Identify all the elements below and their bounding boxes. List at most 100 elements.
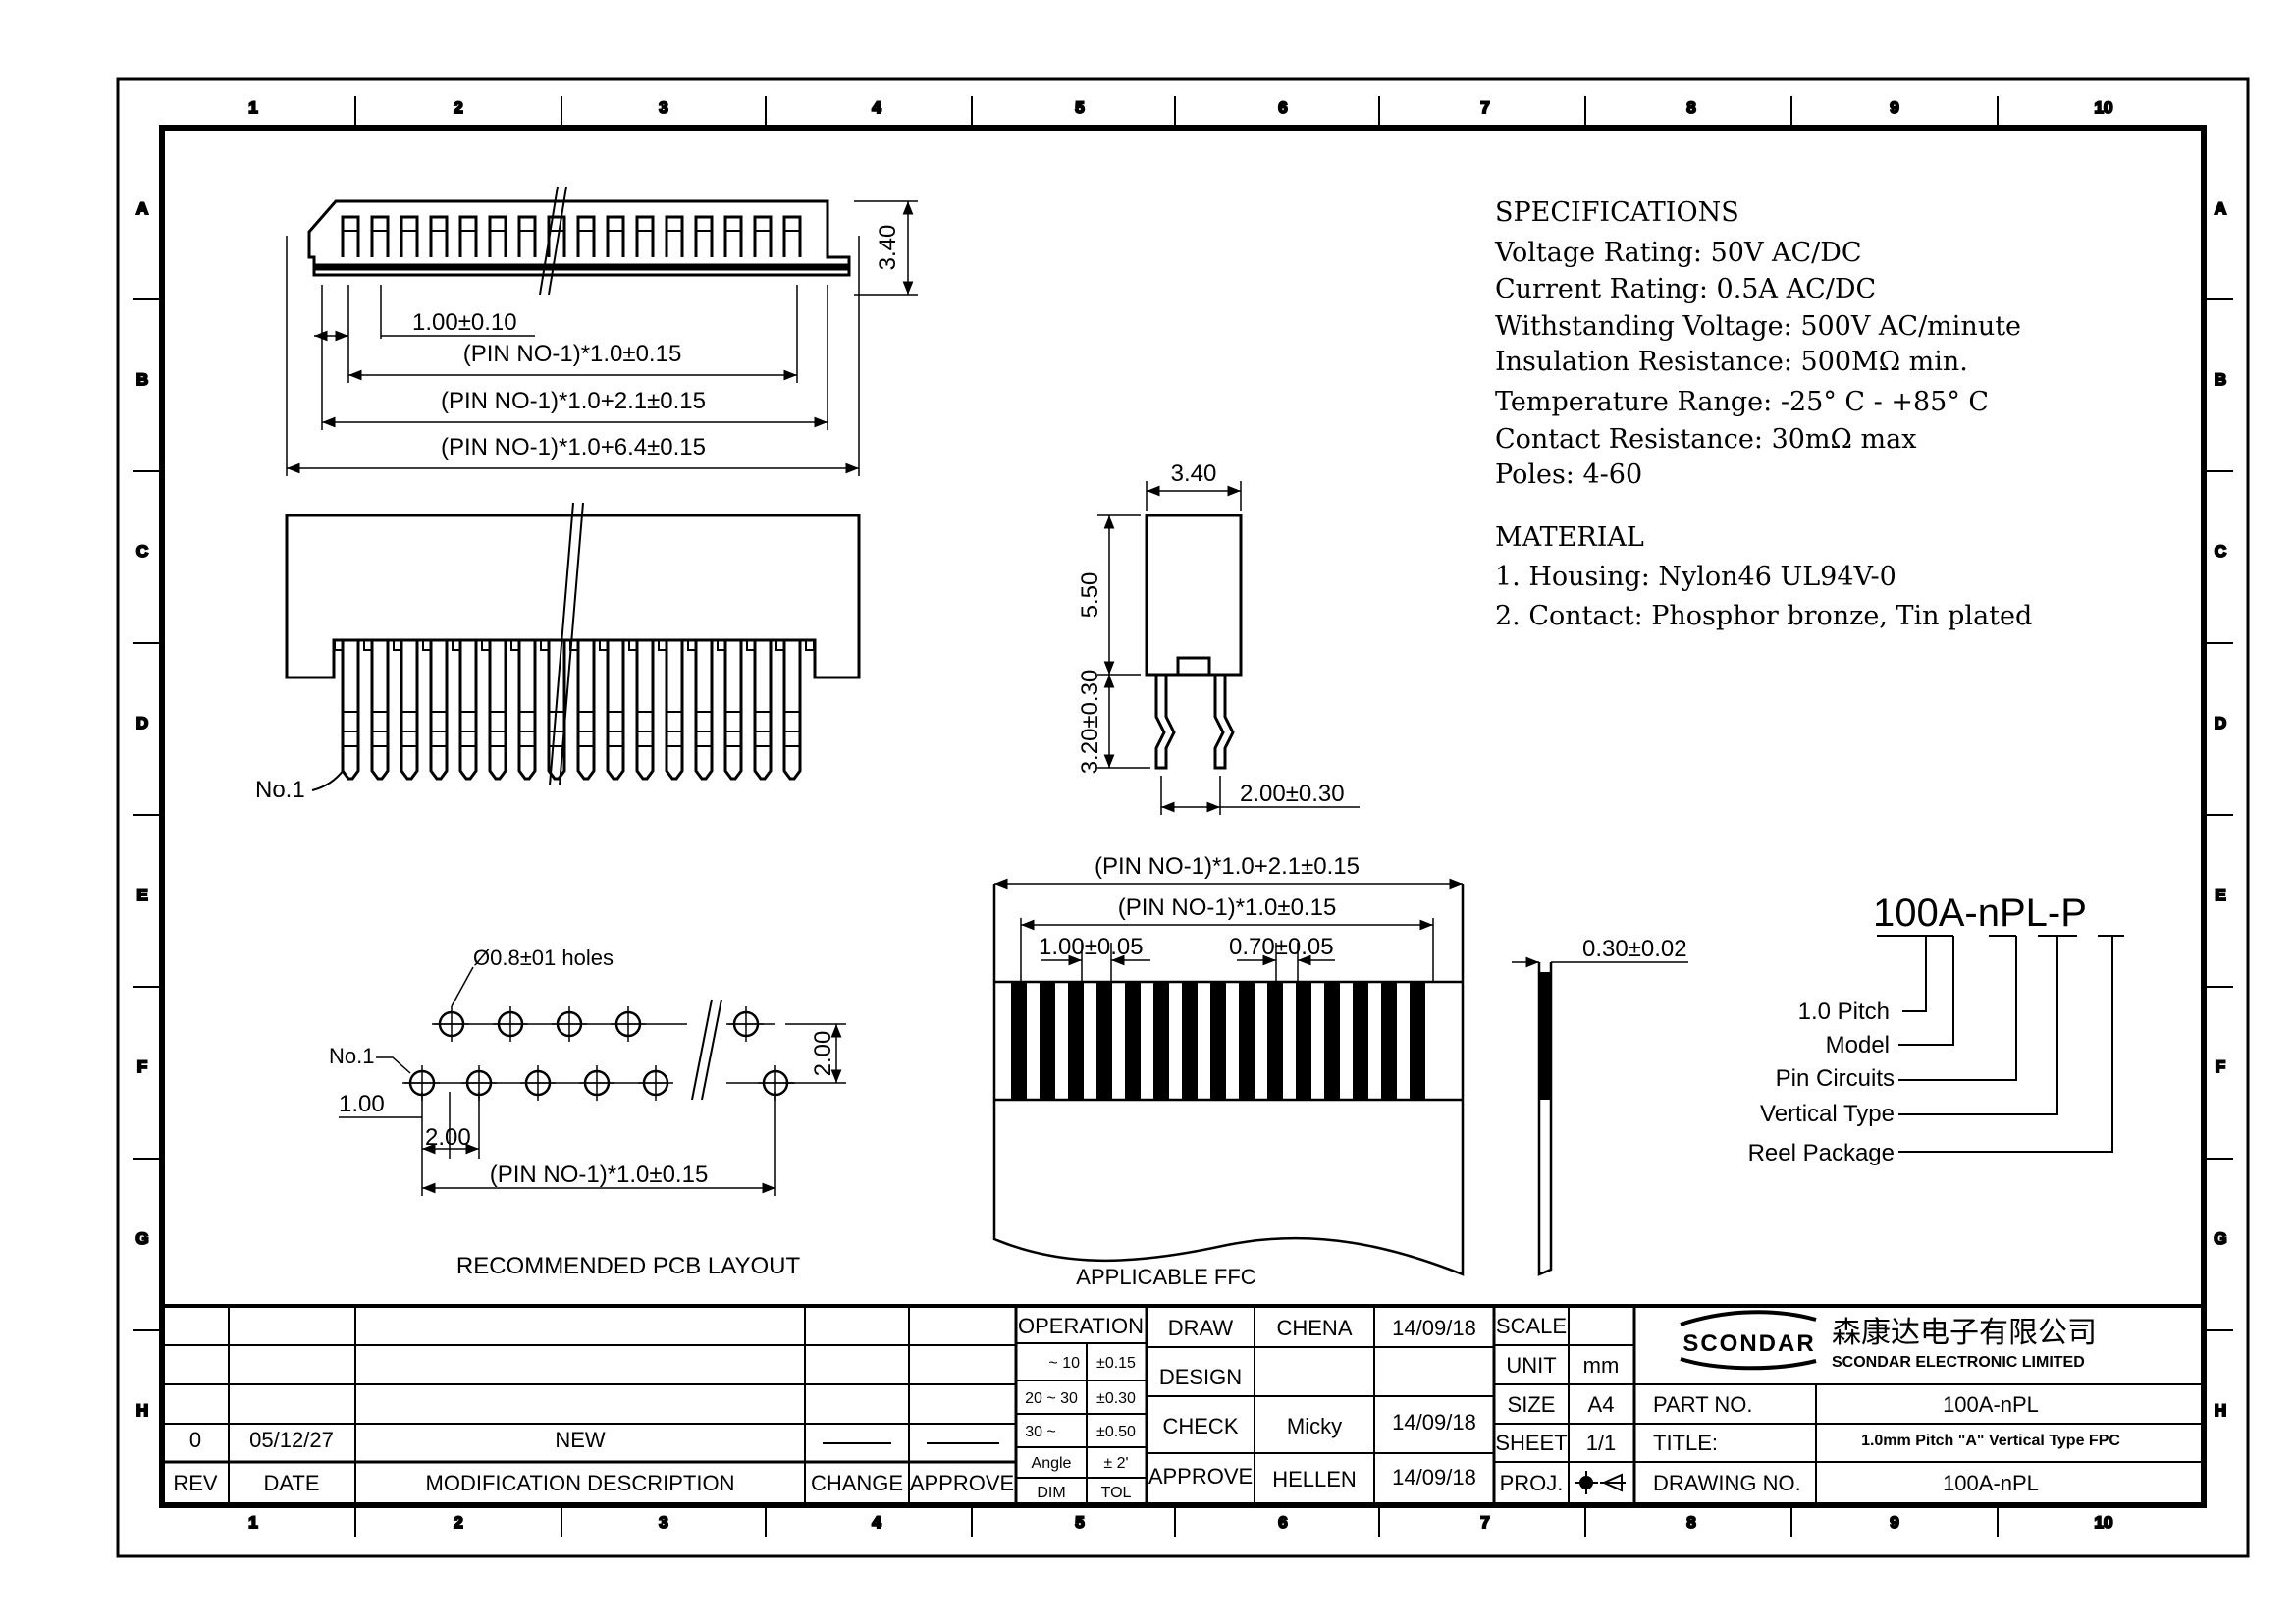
- header-approve: APPROVE: [910, 1471, 1014, 1495]
- top-view-pin: [400, 215, 419, 257]
- ffc-dim-width: 0.70±0.05: [1229, 934, 1334, 960]
- grid-col-label-top: 2: [454, 98, 462, 117]
- front-view-notch: [510, 639, 520, 651]
- title-label: TITLE:: [1653, 1431, 1718, 1455]
- top-view-pin: [782, 215, 802, 257]
- grid-row-label-right: D: [2215, 714, 2226, 732]
- title-value: 1.0mm Pitch "A" Vertical Type FPC: [1861, 1433, 2120, 1449]
- company-name-cn: 森康达电子有限公司: [1832, 1316, 2097, 1350]
- header-rev: REV: [173, 1471, 218, 1495]
- top-view-dim-total: (PIN NO-1)*1.0+6.4±0.15: [441, 434, 706, 460]
- tol-angle: Angle: [1032, 1455, 1072, 1472]
- front-view-notch: [540, 639, 550, 651]
- front-view-pin: [782, 640, 802, 781]
- meta-sheet-label: SHEET: [1495, 1431, 1567, 1455]
- pcb-layout-caption: RECOMMENDED PCB LAYOUT: [456, 1253, 801, 1279]
- top-view-pin: [665, 215, 684, 257]
- front-view-pin: [547, 640, 566, 781]
- front-view-pin: [370, 640, 390, 781]
- ffc-contact: [1096, 982, 1112, 1100]
- meta-proj-label: PROJ.: [1500, 1471, 1564, 1495]
- side-view-body: [1145, 514, 1243, 677]
- side-view-pin-right: [1213, 675, 1235, 770]
- grid-row-label-right: H: [2215, 1401, 2226, 1420]
- side-view-pin-spacing-dim: 2.00±0.30: [1240, 781, 1345, 807]
- legend-pitch: 1.0 Pitch: [1798, 999, 1890, 1025]
- tol-footer-tol: TOL: [1101, 1485, 1132, 1501]
- title-block: [162, 1304, 2204, 1505]
- meta-unit-label: UNIT: [1506, 1353, 1556, 1378]
- ffc-contact: [1239, 982, 1255, 1100]
- grid-row-label-left: A: [136, 199, 148, 218]
- front-view-notch: [481, 639, 491, 651]
- tol-range-2: 20 ~ 30: [1025, 1390, 1078, 1407]
- tol-angle-value: ± 2': [1103, 1455, 1128, 1472]
- ffc-contact: [1410, 982, 1425, 1100]
- projection-symbol-icon: [1575, 1471, 1626, 1494]
- grid-col-label-bottom: 2: [454, 1513, 462, 1532]
- spec-poles: Poles: 4-60: [1495, 460, 1642, 490]
- signoff-draw-date: 14/09/18: [1392, 1316, 1476, 1340]
- grid-col-label-top: 7: [1480, 98, 1489, 117]
- legend-model: Model: [1826, 1032, 1890, 1058]
- front-view-notch: [393, 639, 402, 651]
- tol-value-1: ±0.15: [1096, 1355, 1136, 1372]
- ffc-dim-pitch: 1.00±0.05: [1039, 934, 1144, 960]
- top-view-pin: [370, 215, 390, 257]
- top-view-pin: [723, 215, 743, 257]
- front-view-notch: [717, 639, 726, 651]
- grid-col-label-top: 4: [872, 98, 881, 117]
- ffc-contact: [1267, 982, 1283, 1100]
- top-view-dim-body: (PIN NO-1)*1.0+2.1±0.15: [441, 388, 706, 414]
- pcb-pitch-dim: 2.00: [425, 1124, 471, 1151]
- spec-temperature: Temperature Range: -25° C - +85° C: [1495, 387, 1989, 417]
- grid-col-label-bottom: 10: [2095, 1513, 2113, 1532]
- signoff-approve-date: 14/09/18: [1392, 1465, 1476, 1489]
- legend-pin-circuits: Pin Circuits: [1776, 1065, 1895, 1092]
- pcb-row-dim: 2.00: [810, 1031, 836, 1077]
- ffc-thickness-body: [1537, 962, 1553, 1276]
- ffc-thickness-dim: 0.30±0.02: [1582, 936, 1687, 962]
- front-view-pin: [606, 640, 625, 781]
- signoff-check-role: CHECK: [1162, 1414, 1238, 1438]
- front-view-pin: [458, 640, 478, 781]
- front-view-pin: [723, 640, 743, 781]
- header-change: CHANGE: [811, 1471, 903, 1495]
- ffc-contact: [1040, 982, 1055, 1100]
- front-view-pins: [334, 639, 815, 781]
- front-view-pin: [665, 640, 684, 781]
- top-view-pin: [429, 215, 449, 257]
- ffc-contacts: [1011, 982, 1425, 1100]
- grid-col-label-bottom: 6: [1278, 1513, 1287, 1532]
- meta-unit-value: mm: [1583, 1353, 1620, 1378]
- top-view-pin: [694, 215, 714, 257]
- front-view-notch: [422, 639, 432, 651]
- material-housing: 1. Housing: Nylon46 UL94V-0: [1495, 562, 1896, 592]
- top-view-pin: [341, 215, 360, 257]
- grid-row-label-left: D: [136, 714, 148, 732]
- signoff-check-name: Micky: [1287, 1414, 1342, 1438]
- outer-border: [116, 77, 2250, 1558]
- pcb-holes-label: Ø0.8±01 holes: [473, 946, 614, 970]
- grid-col-label-top: 3: [659, 98, 667, 117]
- part-no-value: 100A-nPL: [1943, 1392, 2039, 1417]
- header-description: MODIFICATION DESCRIPTION: [426, 1471, 735, 1495]
- signoff-approve-name: HELLEN: [1272, 1467, 1357, 1491]
- front-view-pin: [635, 640, 655, 781]
- grid-col-label-bottom: 9: [1890, 1513, 1898, 1532]
- legend-vertical-type: Vertical Type: [1760, 1101, 1895, 1127]
- company-name-en: SCONDAR ELECTRONIC LIMITED: [1832, 1354, 2085, 1371]
- pcb-offset-dim: 1.00: [339, 1091, 385, 1117]
- pcb-span-dim: (PIN NO-1)*1.0±0.15: [490, 1162, 709, 1188]
- front-view-pin: [694, 640, 714, 781]
- front-view-pin: [400, 640, 419, 781]
- top-view-pin: [488, 215, 507, 257]
- front-view-notch: [599, 639, 609, 651]
- spec-voltage: Voltage Rating: 50V AC/DC: [1494, 238, 1862, 268]
- top-view: [286, 186, 918, 476]
- grid-row-label-right: A: [2215, 199, 2226, 218]
- top-view-pin: [517, 215, 537, 257]
- top-view-pin: [635, 215, 655, 257]
- side-view-pin-dim: 3.20±0.30: [1077, 670, 1103, 775]
